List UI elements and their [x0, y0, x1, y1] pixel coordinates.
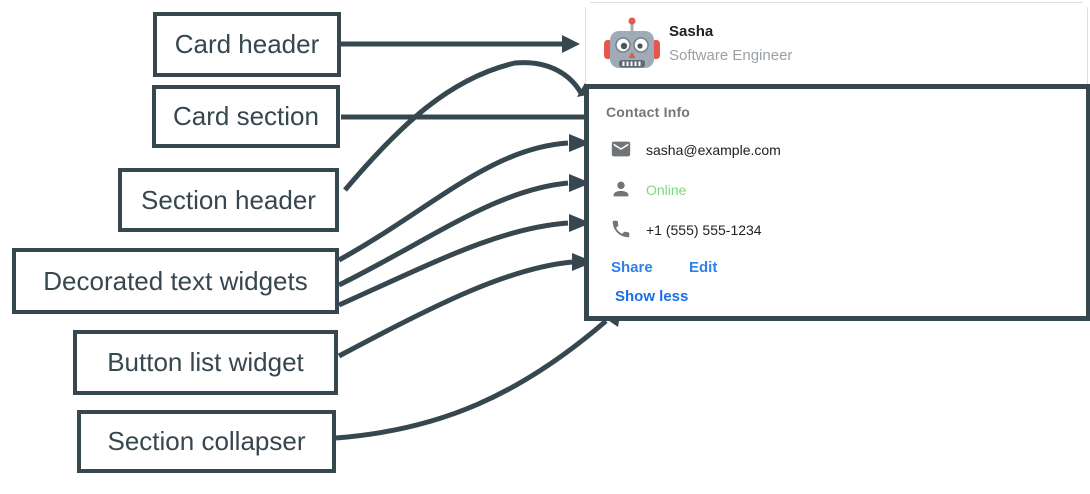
arrow-decorated-3: [337, 220, 569, 308]
section-header-title: Contact Info: [606, 104, 691, 120]
label-section-collapser: Section collapser: [77, 410, 336, 473]
label-card-header-text: Card header: [174, 29, 320, 59]
label-section-header-text: Section header: [141, 184, 316, 215]
label-button-list-widget: Button list widget: [73, 330, 338, 395]
card-header: Sasha Software Engineer: [586, 3, 1087, 84]
share-button[interactable]: Share: [611, 259, 653, 276]
arrow-decorated-1: [337, 140, 569, 263]
contact-card: Sasha Software Engineer Contact Info sas…: [584, 2, 1090, 321]
person-subtitle: Software Engineer: [669, 47, 793, 64]
arrowhead-card-header: [562, 35, 580, 53]
person-icon: [613, 181, 629, 197]
email-text: sasha@example.com: [646, 142, 781, 158]
edit-button[interactable]: Edit: [689, 259, 718, 276]
card-section: Contact Info sasha@example.com Online +1…: [584, 84, 1090, 321]
arrow-section-collapser: [335, 319, 608, 441]
label-decorated-text-widgets-text: Decorated text widgets: [43, 265, 308, 296]
label-section-collapser-text: Section collapser: [107, 426, 306, 456]
phone-text: +1 (555) 555-1234: [646, 222, 762, 238]
phone-icon: [612, 220, 630, 238]
person-name: Sasha: [669, 23, 714, 40]
label-decorated-text-widgets: Decorated text widgets: [12, 248, 339, 314]
label-card-section: Card section: [152, 85, 340, 148]
label-card-header: Card header: [153, 12, 341, 77]
arrow-section-header: [343, 60, 584, 192]
show-less-button[interactable]: Show less: [615, 288, 689, 305]
robot-avatar-icon: [604, 17, 660, 68]
label-card-section-text: Card section: [173, 101, 319, 131]
arrow-button-list: [337, 259, 573, 359]
label-section-header: Section header: [118, 168, 339, 232]
status-text: Online: [646, 182, 687, 198]
label-button-list-widget-text: Button list widget: [107, 347, 304, 377]
mail-icon: [611, 141, 631, 157]
arrow-decorated-2: [337, 180, 569, 288]
